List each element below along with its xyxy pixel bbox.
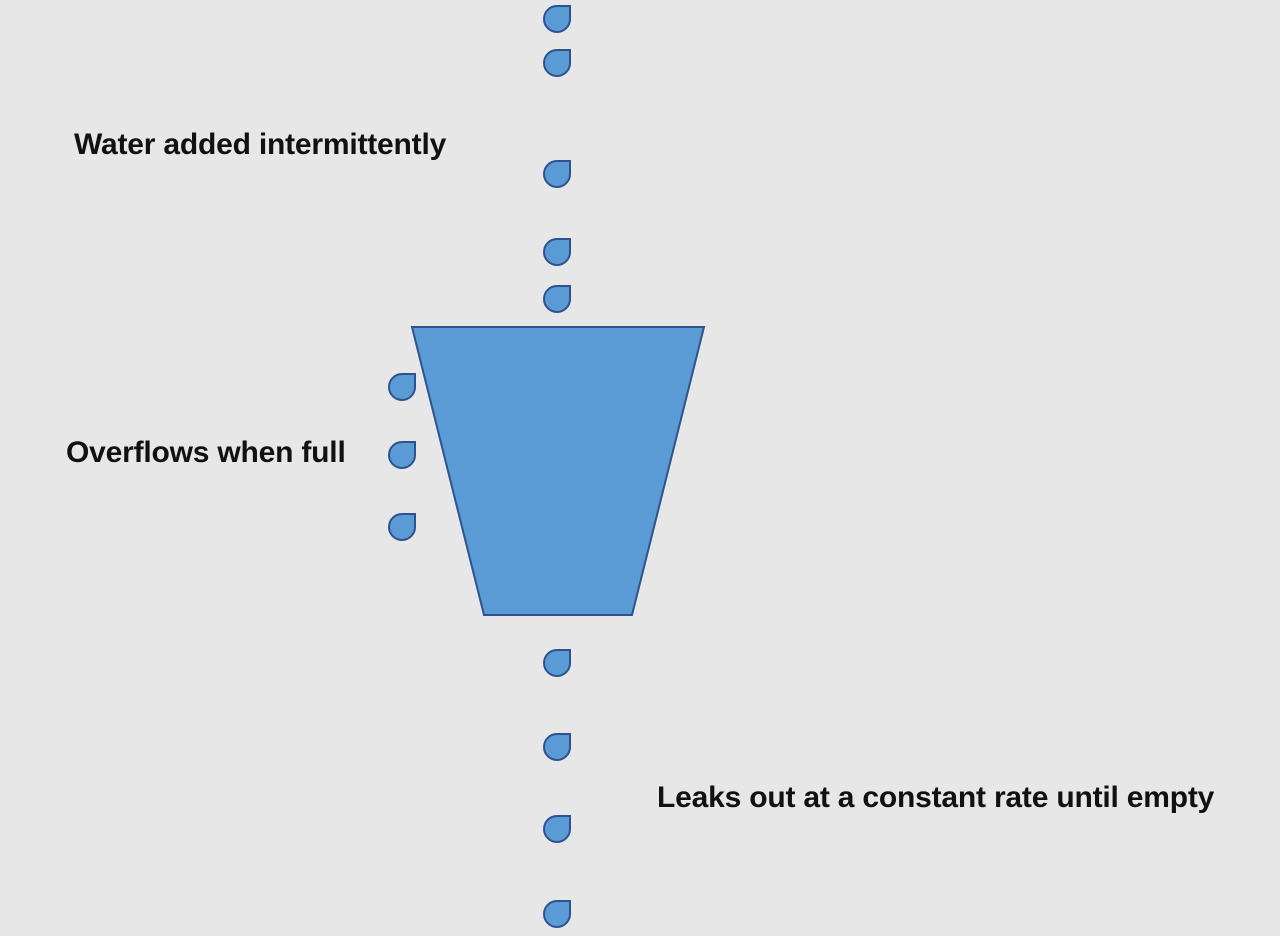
water-drop-icon	[543, 900, 571, 928]
inflow-label: Water added intermittently	[74, 128, 447, 161]
inflow-drops	[543, 5, 571, 313]
bucket-icon	[410, 326, 706, 616]
water-drop-icon	[543, 49, 571, 77]
leak-drops	[543, 649, 571, 928]
water-drop-icon	[543, 238, 571, 266]
water-drop-icon	[543, 733, 571, 761]
water-drop-icon	[388, 513, 416, 541]
water-drop-icon	[543, 815, 571, 843]
water-drop-icon	[388, 373, 416, 401]
water-drop-icon	[543, 160, 571, 188]
water-drop-icon	[388, 441, 416, 469]
overflow-drops	[388, 373, 416, 541]
overflow-label: Overflows when full	[66, 436, 346, 469]
water-drop-icon	[543, 649, 571, 677]
water-drop-icon	[543, 285, 571, 313]
leak-label: Leaks out at a constant rate until empty	[657, 781, 1215, 814]
water-drop-icon	[543, 5, 571, 33]
